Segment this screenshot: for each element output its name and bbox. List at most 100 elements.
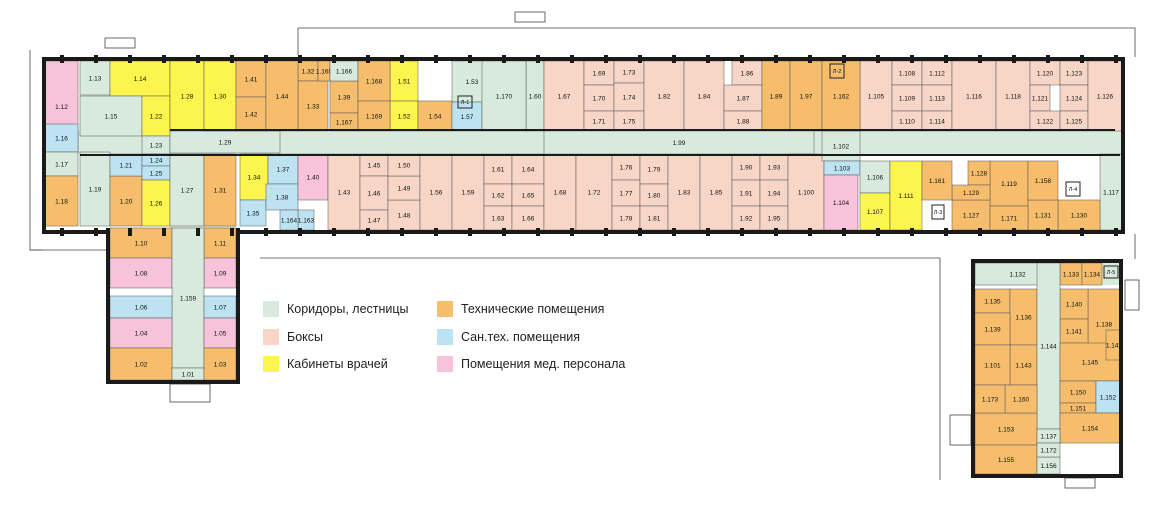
room-label: 1.114 xyxy=(929,119,945,126)
room-1-152: 1.152 xyxy=(1095,380,1121,414)
room-1-34: 1.34 xyxy=(239,153,269,201)
room-label: 1.09 xyxy=(214,271,227,278)
room-label: 1.40 xyxy=(307,175,320,182)
room-1-94: 1.94 xyxy=(759,179,789,207)
room-label: 1.12 xyxy=(55,104,68,111)
room-label: 1.90 xyxy=(740,165,753,172)
room-label: 1.28 xyxy=(181,94,194,101)
room-1-128: 1.128 xyxy=(967,160,991,186)
room-label: 1.60 xyxy=(529,94,542,101)
room-label: 1.54 xyxy=(429,114,442,121)
room-1-135: 1.135 xyxy=(974,288,1011,314)
room-1-134: 1.134 xyxy=(1081,262,1103,286)
room-label: 1.117 xyxy=(1103,190,1119,197)
legend-swatch-staff xyxy=(437,356,453,372)
room-label: 1.134 xyxy=(1084,272,1101,279)
room-1-127: 1.127 xyxy=(951,199,991,231)
svg-text:Л-3: Л-3 xyxy=(934,210,943,216)
legend-item-sanitary: Сан.тех. помещения xyxy=(437,329,580,345)
room-label: 1.89 xyxy=(770,94,783,101)
room-label: 1.48 xyxy=(398,213,411,220)
room-label: 1.130 xyxy=(1071,213,1088,220)
room-label: 1.30 xyxy=(214,94,227,101)
room-1-155: 1.155 xyxy=(974,444,1038,475)
room-label: 1.20 xyxy=(120,199,133,206)
room-1-66: 1.66 xyxy=(511,205,545,231)
room-label: 1.138 xyxy=(1096,322,1113,329)
room-1-80: 1.80 xyxy=(639,183,669,207)
room-1-51: 1.51 xyxy=(389,60,419,102)
room-1-65: 1.65 xyxy=(511,183,545,207)
room-label: 1.70 xyxy=(593,96,606,103)
room-label: 1.29 xyxy=(219,140,232,147)
room-label: 1.03 xyxy=(214,362,227,369)
room-1-169: 1.169 xyxy=(357,100,391,132)
room-label: 1.44 xyxy=(276,94,289,101)
legend-label-box: Боксы xyxy=(287,330,323,344)
room-label: 1.02 xyxy=(135,362,148,369)
room-1-67: 1.67 xyxy=(543,60,585,132)
room-label: 1.38 xyxy=(276,195,289,202)
room-label: 1.140 xyxy=(1066,302,1083,309)
room-1-43: 1.43 xyxy=(327,153,361,231)
room-1-68: 1.68 xyxy=(543,153,577,231)
room-1-131: 1.131 xyxy=(1027,199,1059,231)
room-1-114: 1.114 xyxy=(921,110,953,132)
room-1-100: 1.100 xyxy=(787,153,825,231)
room-label: 1.153 xyxy=(998,427,1015,434)
room-label: 1.161 xyxy=(929,178,946,185)
room-label: 1.27 xyxy=(181,188,194,195)
room-1-124: 1.124 xyxy=(1059,84,1089,112)
room-label: 1.163 xyxy=(298,218,315,225)
legend-item-staff: Помещения мед. персонала xyxy=(437,356,625,372)
room-1-49: 1.49 xyxy=(387,175,421,201)
room-label: 1.139 xyxy=(984,327,1001,334)
room-1-62: 1.62 xyxy=(483,183,513,207)
room-1-125: 1.125 xyxy=(1059,110,1089,132)
room-1-101: 1.101 xyxy=(974,344,1011,386)
legend-swatch-corridor xyxy=(263,301,279,317)
room-1-122: 1.122 xyxy=(1029,110,1061,132)
legend-item-box: Боксы xyxy=(263,329,323,345)
room-label: 1.106 xyxy=(867,175,884,182)
room-1-82: 1.82 xyxy=(643,60,685,132)
svg-text:Л-4: Л-4 xyxy=(1069,187,1078,193)
room-1-33: 1.33 xyxy=(297,80,329,132)
room-1-159: 1.159 xyxy=(171,227,205,369)
legend-swatch-box xyxy=(263,329,279,345)
room-label: 1.75 xyxy=(623,119,636,126)
room-1-06: 1.06 xyxy=(109,295,173,319)
room-label: 1.108 xyxy=(899,71,916,78)
room-1-163: 1.163 xyxy=(297,209,315,231)
room-label: 1.16 xyxy=(55,136,68,143)
room-label: 1.116 xyxy=(966,94,982,101)
room-label: 1.52 xyxy=(398,114,411,121)
room-1-76: 1.76 xyxy=(611,153,641,181)
room-label: 1.78 xyxy=(620,216,633,223)
legend-label-sanitary: Сан.тех. помещения xyxy=(461,330,580,344)
room-label: 1.06 xyxy=(135,305,148,312)
room-1-150: 1.150 xyxy=(1059,380,1097,404)
room-1-167: 1.167 xyxy=(329,112,359,132)
room-label: 1.73 xyxy=(623,70,636,77)
room-label: 1.14 xyxy=(134,76,147,83)
room-1-20: 1.20 xyxy=(109,175,143,227)
room-1-37: 1.37 xyxy=(267,153,299,185)
room-1-25: 1.25 xyxy=(141,165,171,181)
room-1-108: 1.108 xyxy=(891,60,923,86)
room-1-111: 1.111 xyxy=(889,160,923,231)
room-label: 1.172 xyxy=(1040,448,1057,455)
room-label: 1.102 xyxy=(833,144,850,151)
room-label: 1.144 xyxy=(1040,344,1057,351)
room-label: 1.136 xyxy=(1015,315,1032,322)
room-label: 1.26 xyxy=(150,201,163,208)
room-label: 1.77 xyxy=(620,191,633,198)
room-1-158: 1.158 xyxy=(1027,160,1059,201)
room-label: 1.113 xyxy=(929,96,945,103)
room-1-168: 1.168 xyxy=(357,60,391,102)
room-1-103: 1.103 xyxy=(823,160,861,176)
room-label: 1.41 xyxy=(245,77,258,84)
room-label: 1.11 xyxy=(214,241,227,248)
room-label: 1.87 xyxy=(737,96,750,103)
